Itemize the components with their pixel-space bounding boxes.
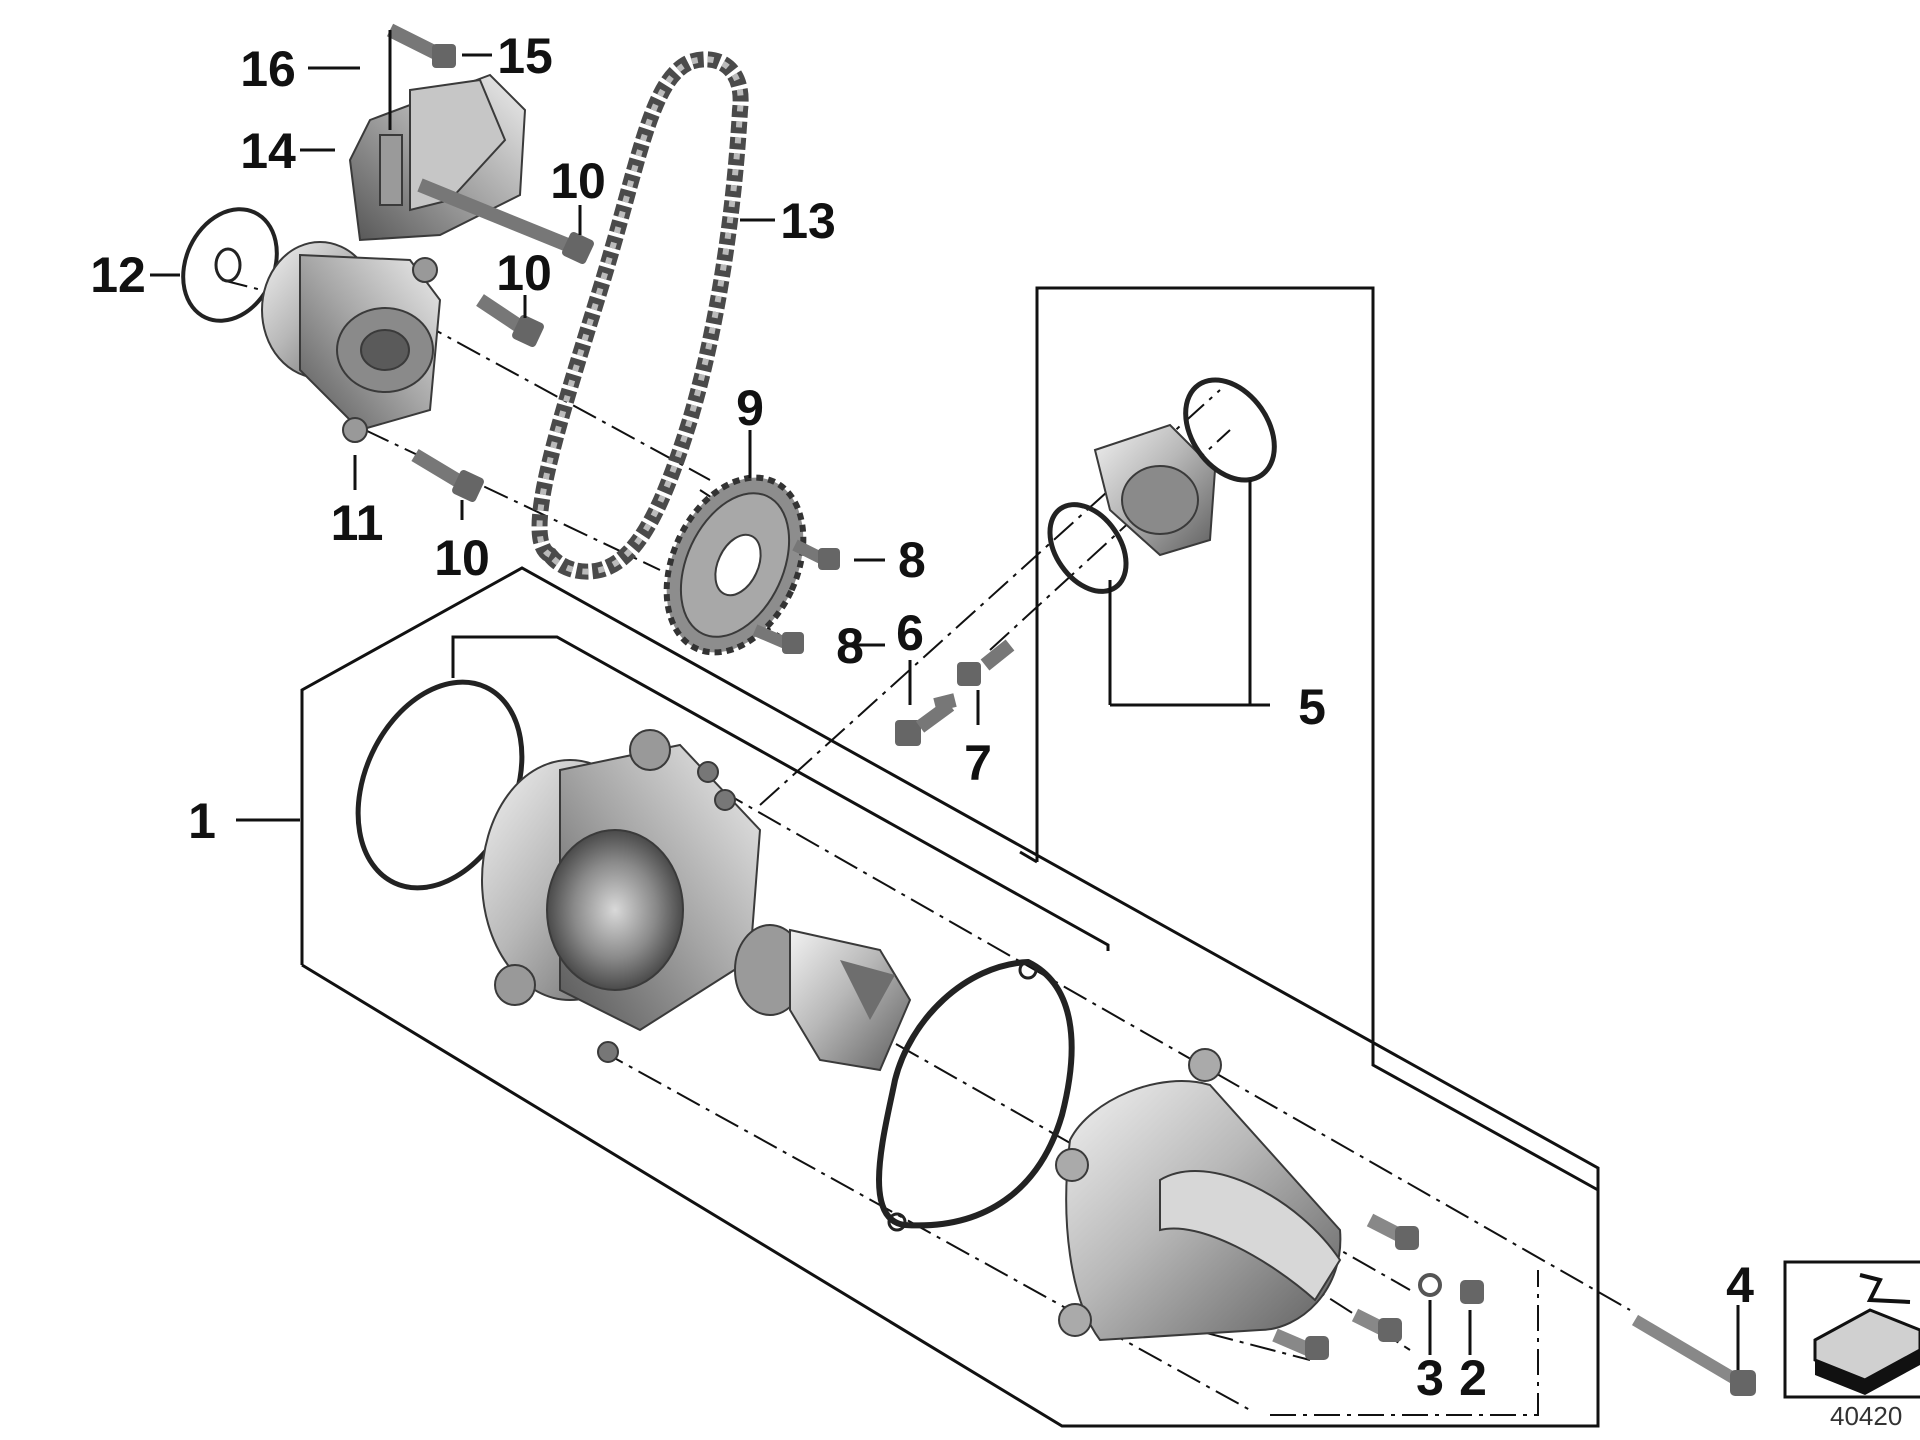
- callout-13: 13: [780, 193, 836, 249]
- callout-16: 16: [240, 41, 296, 97]
- part-thermostat-housing: [1047, 377, 1277, 594]
- callout-2: 2: [1459, 1350, 1487, 1406]
- bolt-set-upper: [386, 23, 1015, 746]
- callout-7: 7: [964, 735, 992, 791]
- part-pump-housing-upper: [261, 241, 442, 443]
- diagram-reference-number: 40420: [1830, 1401, 1902, 1431]
- callout-15: 15: [497, 28, 553, 84]
- part-chain-tensioner-bracket: [348, 73, 527, 242]
- folded-sheet-icon: [1783, 1260, 1920, 1399]
- leader-lines: [150, 30, 1740, 1370]
- callout-8-lower: 8: [836, 618, 864, 674]
- callout-9: 9: [736, 380, 764, 436]
- callout-11: 11: [331, 495, 384, 551]
- callout-4: 4: [1726, 1257, 1754, 1313]
- group-outline-inner-housing: [451, 635, 1110, 951]
- callout-labels: 1 2 3 4 5 6 7 8 8 9 10 10 10 11 12 13 14…: [90, 28, 1754, 1406]
- callout-1: 1: [188, 793, 216, 849]
- part-impeller: [734, 924, 912, 1072]
- group-outline-thermostat-kit: [1019, 286, 1599, 1192]
- part-timing-chain: [531, 51, 749, 580]
- callout-10-bottom: 10: [434, 530, 490, 586]
- callout-10-middle: 10: [496, 245, 552, 301]
- callout-6: 6: [896, 605, 924, 661]
- callout-3: 3: [1416, 1350, 1444, 1406]
- part-gasket: [876, 958, 1075, 1232]
- part-sprocket: [663, 474, 807, 656]
- callout-5: 5: [1298, 679, 1326, 735]
- callout-14: 14: [240, 123, 296, 179]
- bolt-set-lower: [1272, 1213, 1756, 1396]
- callout-12: 12: [90, 247, 146, 303]
- callout-8-upper: 8: [898, 532, 926, 588]
- part-pump-housing-lower: [481, 729, 762, 1063]
- group-outline-pump-assembly: [300, 566, 1600, 1428]
- part-pump-cover: [1055, 1048, 1342, 1342]
- callout-10-top: 10: [550, 153, 606, 209]
